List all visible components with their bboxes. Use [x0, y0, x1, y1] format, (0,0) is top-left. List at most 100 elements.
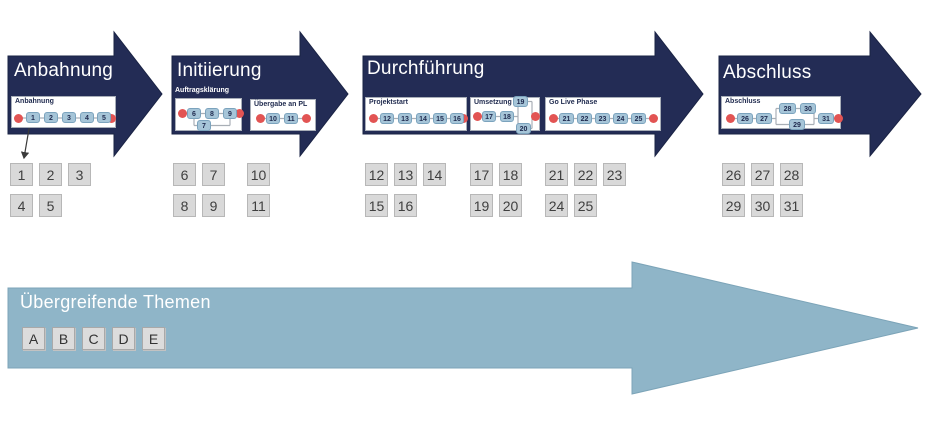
milestone-chip: 15: [433, 113, 447, 124]
milestone-chip: 13: [398, 113, 412, 124]
footer-topic-box-C: C: [82, 327, 105, 350]
task-box: 27: [751, 163, 774, 186]
footer-topic-box-D: D: [112, 327, 135, 350]
phase-arrow-abschluss: [718, 30, 922, 158]
task-box: 17: [470, 163, 493, 186]
milestone-endpoint-dot: [833, 114, 843, 123]
task-box: 11: [247, 194, 270, 217]
task-box: 18: [499, 163, 522, 186]
milestone-chip: 27: [756, 113, 772, 124]
task-box: 21: [545, 163, 568, 186]
phase-title-anbahnung: Anbahnung: [14, 60, 114, 81]
milestone-endpoint-dot: [106, 113, 116, 123]
milestone-chip: 19: [513, 96, 528, 107]
footer-topic-box-B: B: [52, 327, 75, 350]
milestone-chip: 2: [44, 112, 58, 123]
milestone-chip: 24: [613, 113, 628, 124]
footer-arrow: [7, 261, 919, 395]
task-box: 1: [10, 163, 33, 186]
milestone-chip: 7: [197, 120, 211, 131]
milestone-chip: 3: [62, 112, 76, 123]
milestone-chip: 11: [284, 113, 298, 124]
task-box: 19: [470, 194, 493, 217]
task-box: 28: [780, 163, 803, 186]
task-box: 12: [365, 163, 388, 186]
footer-topic-box-A: A: [22, 327, 45, 350]
milestone-endpoint-dot: [368, 114, 378, 123]
milestone-chip: 4: [80, 112, 94, 123]
milestone-chip: 23: [595, 113, 610, 124]
group-label-durchfuehrung-2: Go Live Phase: [549, 99, 598, 106]
chip-to-task-connector-arrow: [20, 122, 31, 160]
milestone-endpoint-dot: [234, 109, 244, 118]
milestone-chip: 10: [266, 113, 280, 124]
milestone-chip: 12: [380, 113, 394, 124]
milestone-chip: 20: [516, 123, 531, 134]
task-box: 31: [780, 194, 803, 217]
footer-topic-box-E: E: [142, 327, 165, 350]
milestone-endpoint-dot: [548, 114, 558, 123]
phase-arrow-durchfuehrung: [362, 30, 704, 158]
milestone-chip: 1: [26, 112, 40, 123]
task-box: 7: [202, 163, 225, 186]
milestone-chip: 28: [779, 103, 796, 114]
milestone-chip: 18: [500, 111, 514, 122]
phase-title-abschluss: Abschluss: [723, 62, 812, 83]
task-box: 30: [751, 194, 774, 217]
milestone-chip: 25: [631, 113, 646, 124]
group-label-durchfuehrung-0: Projektstart: [369, 99, 408, 106]
task-box: 14: [423, 163, 446, 186]
milestone-chip: 26: [737, 113, 753, 124]
milestone-endpoint-dot: [530, 112, 540, 121]
milestone-endpoint-dot: [177, 109, 187, 118]
task-box: 13: [394, 163, 417, 186]
task-box: 9: [202, 194, 225, 217]
milestone-chip: 16: [450, 113, 464, 124]
milestone-endpoint-dot: [301, 114, 311, 123]
milestone-chip: 31: [818, 113, 834, 124]
milestone-chip: 9: [223, 108, 237, 119]
milestone-endpoint-dot: [255, 114, 265, 123]
task-box: 25: [574, 194, 597, 217]
task-box: 3: [68, 163, 91, 186]
task-box: 15: [365, 194, 388, 217]
milestone-chip: 14: [416, 113, 430, 124]
milestone-chip: 21: [559, 113, 574, 124]
task-box: 10: [247, 163, 270, 186]
milestone-chip: 30: [800, 103, 816, 114]
task-box: 6: [173, 163, 196, 186]
phase-strip-durchfuehrung-1: Umsetzung 17 18 19 20: [470, 96, 540, 134]
group-label-abschluss-0: Abschluss: [725, 98, 761, 105]
task-box: 23: [603, 163, 626, 186]
milestone-chip: 29: [789, 119, 805, 130]
task-box: 2: [39, 163, 62, 186]
milestone-endpoint-dot: [648, 114, 658, 123]
phase-arrow-initiierung: [171, 30, 349, 158]
task-box: 29: [722, 194, 745, 217]
task-box: 22: [574, 163, 597, 186]
phase-title-initiierung: Initiierung: [177, 60, 262, 81]
task-box: 24: [545, 194, 568, 217]
group-label-durchfuehrung-1: Umsetzung: [474, 99, 512, 106]
footer-title: Übergreifende Themen: [20, 292, 211, 312]
milestone-endpoint-dot: [13, 113, 23, 123]
task-box: 20: [499, 194, 522, 217]
milestone-chip: 22: [577, 113, 592, 124]
group-label-anbahnung-0: Anbahnung: [15, 98, 54, 105]
group-label-initiierung-1: Übergabe an PL: [254, 101, 308, 108]
task-box: 16: [394, 194, 417, 217]
milestone-chip: 5: [97, 112, 111, 123]
milestone-endpoint-dot: [725, 114, 735, 123]
task-box: 4: [10, 194, 33, 217]
task-box: 26: [722, 163, 745, 186]
phase-arrow-anbahnung: [7, 30, 163, 158]
milestone-chip: 6: [187, 108, 201, 119]
milestone-chip: 17: [482, 111, 496, 122]
